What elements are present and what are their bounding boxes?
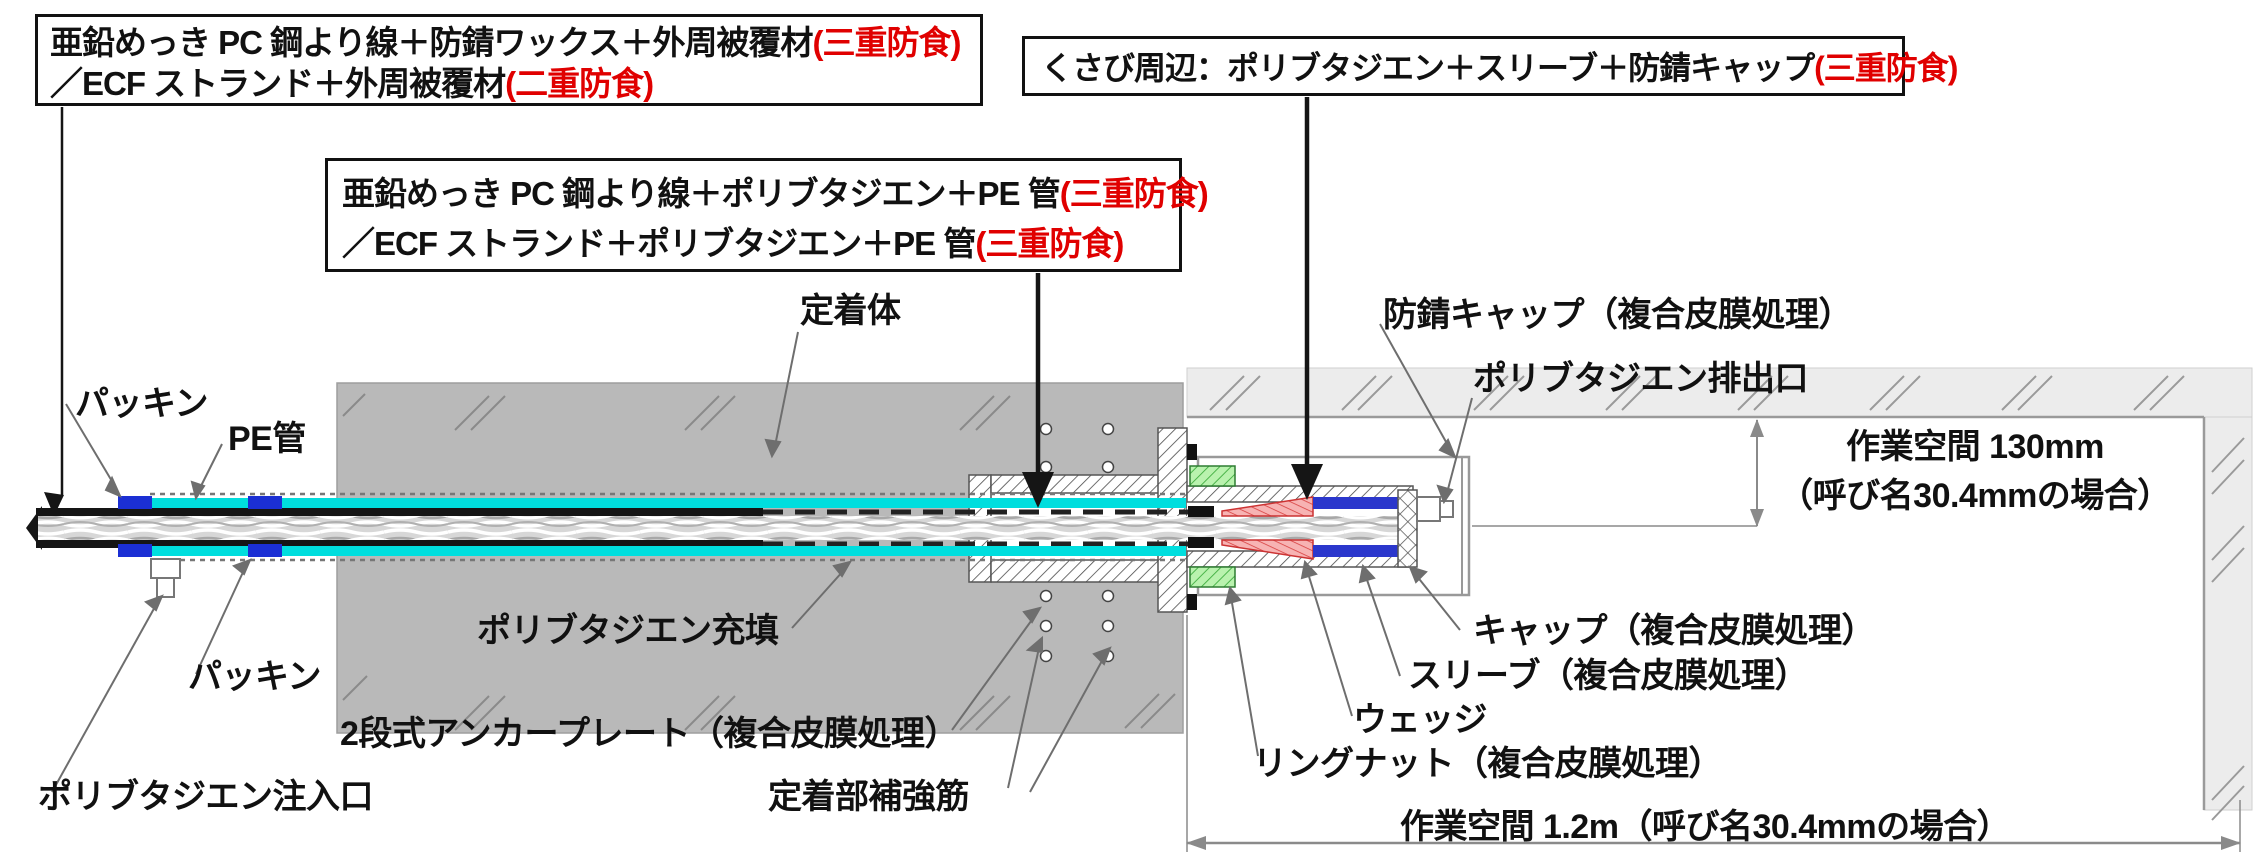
label-cap: キャップ（複合皮膜処理） bbox=[1473, 612, 1876, 650]
seal-bar-lower bbox=[1188, 537, 1214, 548]
dimension-lines bbox=[1186, 419, 2241, 852]
strand-body bbox=[38, 516, 1398, 540]
pe-pipe-upper bbox=[152, 498, 1186, 508]
label-wedge: ウェッジ bbox=[1353, 701, 1488, 739]
sleeve-upper bbox=[1313, 497, 1402, 509]
label-polybutadiene-outlet: ポリブタジエン排出口 bbox=[1473, 360, 1809, 398]
workzone-hatch-marks bbox=[1209, 375, 2245, 821]
dimension-work-space-130mm: 作業空間 130mm （呼び名30.4mmの場合） bbox=[1779, 428, 2171, 516]
work-zone-region bbox=[1186, 367, 2253, 811]
ring-nut-lower bbox=[1189, 566, 1236, 588]
seal-bar-upper bbox=[1188, 506, 1214, 517]
callout-box-outer-sheath: 亜鉛めっき PC 鋼より線＋防錆ワックス＋外周被覆材(三重防食) ／ECF スト… bbox=[35, 14, 983, 106]
label-two-stage-anchor-plate: 2段式アンカープレート（複合皮膜処理） bbox=[340, 715, 959, 753]
label-packing-upper: パッキン bbox=[75, 385, 208, 423]
sheath-black-upper bbox=[36, 508, 763, 516]
outlet-stub-tip bbox=[1439, 500, 1454, 518]
ring-nut-upper bbox=[1189, 465, 1236, 487]
wedge-upper bbox=[1221, 496, 1314, 517]
leader-lines bbox=[51, 323, 1473, 793]
label-anchorage-rebar: 定着部補強筋 bbox=[768, 778, 970, 816]
label-pe-pipe: PE管 bbox=[228, 420, 306, 458]
anchorage-rebar-dots bbox=[1039, 422, 1115, 663]
packing-upper-2 bbox=[248, 496, 282, 509]
dimension-work-space-1200mm: 作業空間 1.2m（呼び名30.4mmの場合） bbox=[1400, 808, 2011, 846]
callout-line: 亜鉛めっき PC 鋼より線＋ポリブタジエン＋PE 管(三重防食) bbox=[342, 175, 1209, 212]
label-packing-lower: パッキン bbox=[188, 658, 321, 696]
callout-line: ／ECF ストランド＋外周被覆材(二重防食) bbox=[50, 65, 654, 102]
polybutadiene-inlet-fitting bbox=[150, 558, 181, 598]
packing-lower-2 bbox=[248, 544, 282, 557]
concrete-hatch-marks bbox=[342, 393, 1176, 731]
label-polybutadiene-fill: ポリブタジエン充填 bbox=[477, 612, 779, 650]
callout-line: 亜鉛めっき PC 鋼より線＋防錆ワックス＋外周被覆材(三重防食) bbox=[50, 24, 962, 61]
callout-line: くさび周辺：ポリブタジエン＋スリーブ＋防錆キャップ(三重防食) bbox=[1041, 50, 1958, 86]
wedge-lower bbox=[1221, 539, 1314, 560]
callout-box-bond-zone: 亜鉛めっき PC 鋼より線＋ポリブタジエン＋PE 管(三重防食) ／ECF スト… bbox=[325, 158, 1209, 272]
callout-line: ／ECF ストランド＋ポリブタジエン＋PE 管(三重防食) bbox=[342, 225, 1124, 262]
label-ring-nut: リングナット（複合皮膜処理） bbox=[1253, 745, 1723, 783]
label-rust-cap: 防錆キャップ（複合皮膜処理） bbox=[1383, 296, 1853, 334]
callout-arrows bbox=[44, 97, 1323, 516]
callout-box-wedge-zone: くさび周辺：ポリブタジエン＋スリーブ＋防錆キャップ(三重防食) bbox=[1022, 36, 1958, 96]
packing-lower-1 bbox=[118, 544, 152, 557]
label-anchor-body: 定着体 bbox=[800, 292, 901, 330]
sheath-black-lower bbox=[36, 540, 763, 548]
sleeve-lower bbox=[1313, 545, 1402, 557]
label-polybutadiene-inlet: ポリブタジエン注入口 bbox=[38, 778, 374, 816]
label-sleeve: スリーブ（複合皮膜処理） bbox=[1408, 657, 1808, 695]
pe-pipe-lower bbox=[152, 546, 1186, 556]
outlet-stub bbox=[1416, 496, 1441, 522]
packing-upper-1 bbox=[118, 496, 152, 509]
wedge-sleeve-assembly bbox=[1188, 489, 1454, 568]
tendon-strand bbox=[26, 492, 1398, 562]
end-cap-piece bbox=[1397, 489, 1418, 568]
